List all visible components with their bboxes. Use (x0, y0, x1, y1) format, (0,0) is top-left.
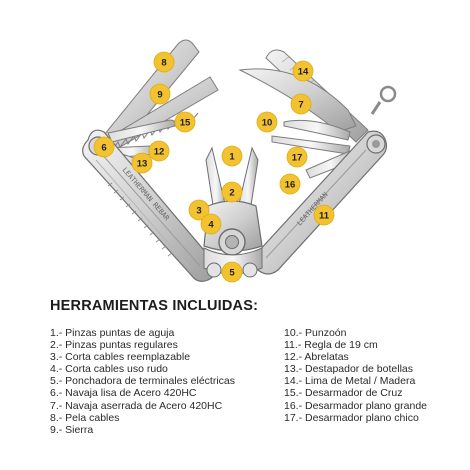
callout-8: 8 (153, 51, 175, 73)
awl (283, 119, 351, 141)
callout-14: 14 (292, 60, 314, 82)
svg-text:4: 4 (208, 220, 214, 231)
tool-list-left: 1.- Pinzas puntas de aguja 2.- Pinzas pu… (50, 327, 235, 436)
tool-list-item: 3.- Corta cables reemplazable (50, 351, 191, 364)
callout-16: 16 (279, 173, 301, 195)
tool-list-item: 14.- Lima de Metal / Madera (284, 375, 416, 388)
callout-5: 5 (221, 261, 243, 283)
tool-list-item: 6.- Navaja lisa de Acero 420HC (50, 387, 197, 400)
svg-text:2: 2 (229, 188, 234, 199)
svg-text:3: 3 (196, 206, 201, 217)
tool-list-item: 10.- Punzoón (284, 327, 347, 339)
plier-head (203, 200, 263, 252)
callout-9: 9 (149, 83, 171, 105)
tool-list-item: 17.- Desarmador plano chico (284, 411, 419, 424)
svg-text:10: 10 (262, 118, 273, 129)
svg-text:12: 12 (154, 147, 165, 158)
svg-text:6: 6 (101, 143, 106, 154)
svg-text:15: 15 (180, 118, 191, 129)
svg-text:1: 1 (229, 152, 235, 163)
svg-text:14: 14 (298, 67, 309, 78)
callout-7: 7 (290, 93, 312, 115)
svg-text:5: 5 (229, 268, 235, 279)
tool-list-item: 16.- Desarmador plano grande (284, 399, 428, 412)
callout-2: 2 (221, 181, 243, 203)
phillips-driver (107, 119, 176, 143)
small-screwdriver (271, 135, 351, 155)
left-handle-ruler (107, 182, 173, 257)
tool-list-item: 7.- Navaja aserrada de Acero 420HC (50, 399, 223, 412)
left-handle (82, 129, 217, 282)
included-tools-heading: HERRAMIENTAS INCLUIDAS: (50, 298, 259, 314)
tool-list-item: 13.- Destapador de botellas (284, 363, 413, 376)
tool-list-item: 12.- Abrelatas (284, 351, 349, 364)
tool-list-item: 8.- Pela cables (50, 411, 120, 424)
callout-15: 15 (174, 111, 196, 133)
tool-list-item: 1.- Pinzas puntas de aguja (50, 327, 175, 339)
callout-12: 12 (148, 140, 170, 162)
tool-list-item: 11.- Regla de 19 cm (284, 339, 378, 352)
tool-list-item: 5.- Ponchadora de terminales eléctricas (50, 375, 236, 388)
tool-list-item: 9.- Sierra (50, 423, 94, 436)
wire-stripper-blade (99, 39, 200, 151)
svg-text:7: 7 (298, 100, 303, 111)
svg-text:9: 9 (157, 90, 162, 101)
callout-4: 4 (200, 213, 222, 235)
callout-1: 1 (221, 145, 243, 167)
tool-list-item: 2.- Pinzas puntas regulares (50, 339, 178, 352)
tool-list-item: 15.- Desarmador de Cruz (284, 387, 403, 400)
svg-text:13: 13 (137, 159, 148, 170)
callout-11: 11 (313, 204, 335, 226)
callout-17: 17 (286, 146, 308, 168)
callout-13: 13 (131, 152, 153, 174)
lanyard-ring (379, 85, 397, 103)
svg-text:11: 11 (319, 211, 330, 222)
callout-10: 10 (256, 111, 278, 133)
tool-list-item: 4.- Corta cables uso rudo (50, 363, 168, 376)
svg-text:8: 8 (161, 58, 166, 69)
tool-list-right: 10.- Punzoón 11.- Regla de 19 cm 12.- Ab… (284, 327, 427, 424)
callout-6: 6 (93, 136, 115, 158)
multitool-illustration: LEATHERMAN REBAR LEATHERMAN 1 2 3 4 5 6 … (82, 39, 397, 283)
callout-3: 3 (188, 199, 210, 221)
svg-text:17: 17 (292, 153, 303, 164)
svg-text:16: 16 (285, 180, 296, 191)
